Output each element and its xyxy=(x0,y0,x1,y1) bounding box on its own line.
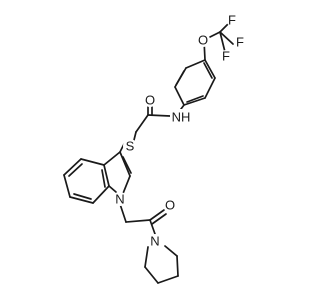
atom-s: S xyxy=(123,139,137,154)
atom-label-f2: F xyxy=(236,35,244,50)
atom-label-n-pyrrolidine: N xyxy=(150,234,159,249)
bond xyxy=(144,266,159,284)
atom-o-amide-1: O xyxy=(143,93,157,108)
molecule-diagram: O F F F O NH S N xyxy=(63,13,246,284)
bond xyxy=(149,209,165,221)
bond xyxy=(103,164,110,187)
bond xyxy=(204,59,216,79)
atom-label-o-amide-2: O xyxy=(165,198,175,213)
bond xyxy=(135,114,149,133)
bond xyxy=(92,185,110,204)
atom-label-n-indole: N xyxy=(115,192,124,207)
atom-label-f1: F xyxy=(228,13,236,28)
bond xyxy=(157,275,179,284)
atom-label-f3: F xyxy=(222,49,230,64)
bond xyxy=(185,59,206,69)
bond xyxy=(144,246,149,268)
bonds xyxy=(63,19,234,284)
bond xyxy=(164,245,178,257)
bond xyxy=(186,95,204,103)
bond xyxy=(174,86,185,106)
atom-n-indole: N xyxy=(113,192,127,207)
bond xyxy=(103,151,121,166)
structure-svg: O F F F O NH S N xyxy=(63,13,246,284)
bond xyxy=(183,97,206,106)
atom-f1: F xyxy=(226,13,238,28)
bond xyxy=(122,156,132,174)
bond xyxy=(121,175,131,197)
bond xyxy=(68,163,83,177)
bond xyxy=(203,62,213,79)
bond xyxy=(151,213,167,225)
bond xyxy=(204,77,216,99)
atom-o-ether: O xyxy=(196,33,210,48)
bond xyxy=(119,151,131,177)
bond xyxy=(219,31,226,53)
bond xyxy=(125,219,151,223)
bond xyxy=(219,31,234,45)
atom-label-o-ether: O xyxy=(198,33,208,48)
atom-label-o-amide-1: O xyxy=(145,93,155,108)
bond xyxy=(69,196,94,204)
bond xyxy=(175,70,185,86)
atom-n-pyrrolidine: N xyxy=(148,234,162,249)
bond xyxy=(149,219,156,235)
bond xyxy=(73,193,92,200)
bond xyxy=(108,185,117,193)
atom-labels: O F F F O NH S N xyxy=(113,13,246,249)
bond xyxy=(63,158,82,176)
atom-label-nh: NH xyxy=(172,110,191,125)
atom-o-amide-2: O xyxy=(163,198,177,213)
bond xyxy=(176,255,179,277)
bond xyxy=(80,158,105,166)
atom-f2: F xyxy=(234,35,246,50)
atom-f3: F xyxy=(220,49,232,64)
atom-label-s: S xyxy=(126,139,135,154)
bond xyxy=(133,131,137,141)
bond xyxy=(101,169,106,188)
bond xyxy=(119,203,127,223)
atom-nh: NH xyxy=(170,109,192,125)
bond xyxy=(63,174,71,198)
